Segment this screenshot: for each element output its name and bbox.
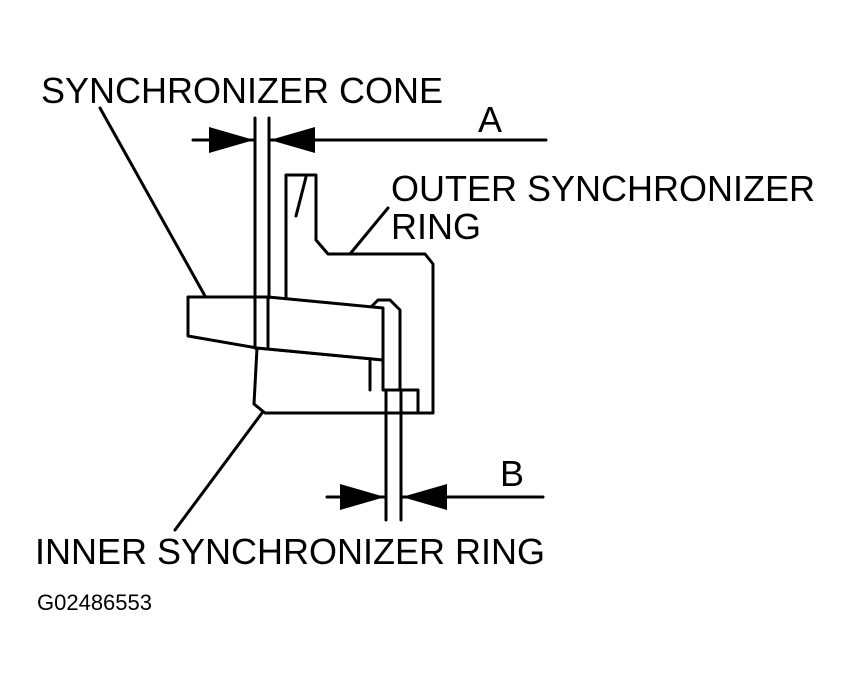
dimension-a-arrow-left — [209, 127, 254, 153]
inner-synchronizer-ring-body — [252, 346, 420, 415]
synchronizer-cone-shape — [186, 295, 385, 362]
outer-ring-tooth-mark — [294, 175, 308, 218]
inner-ring-label: INNER SYNCHRONIZER RING — [35, 531, 545, 572]
synchronizer-cone-leader — [98, 106, 207, 298]
dimension-a-arrow-right — [270, 127, 315, 153]
dimension-b-label: B — [500, 453, 524, 494]
dimension-b-arrow-right — [402, 484, 447, 510]
inner-ring-leader — [173, 411, 264, 532]
dimension-b-arrow-left — [340, 484, 385, 510]
outer-ring-label-line1: OUTER SYNCHRONIZER — [391, 168, 815, 209]
synchronizer-cone-label: SYNCHRONIZER CONE — [41, 70, 443, 111]
figure-id-label: G02486553 — [37, 590, 152, 615]
outer-ring-leader — [348, 206, 390, 256]
outer-ring-label-line2: RING — [391, 206, 481, 247]
dimension-a-label: A — [478, 99, 502, 140]
